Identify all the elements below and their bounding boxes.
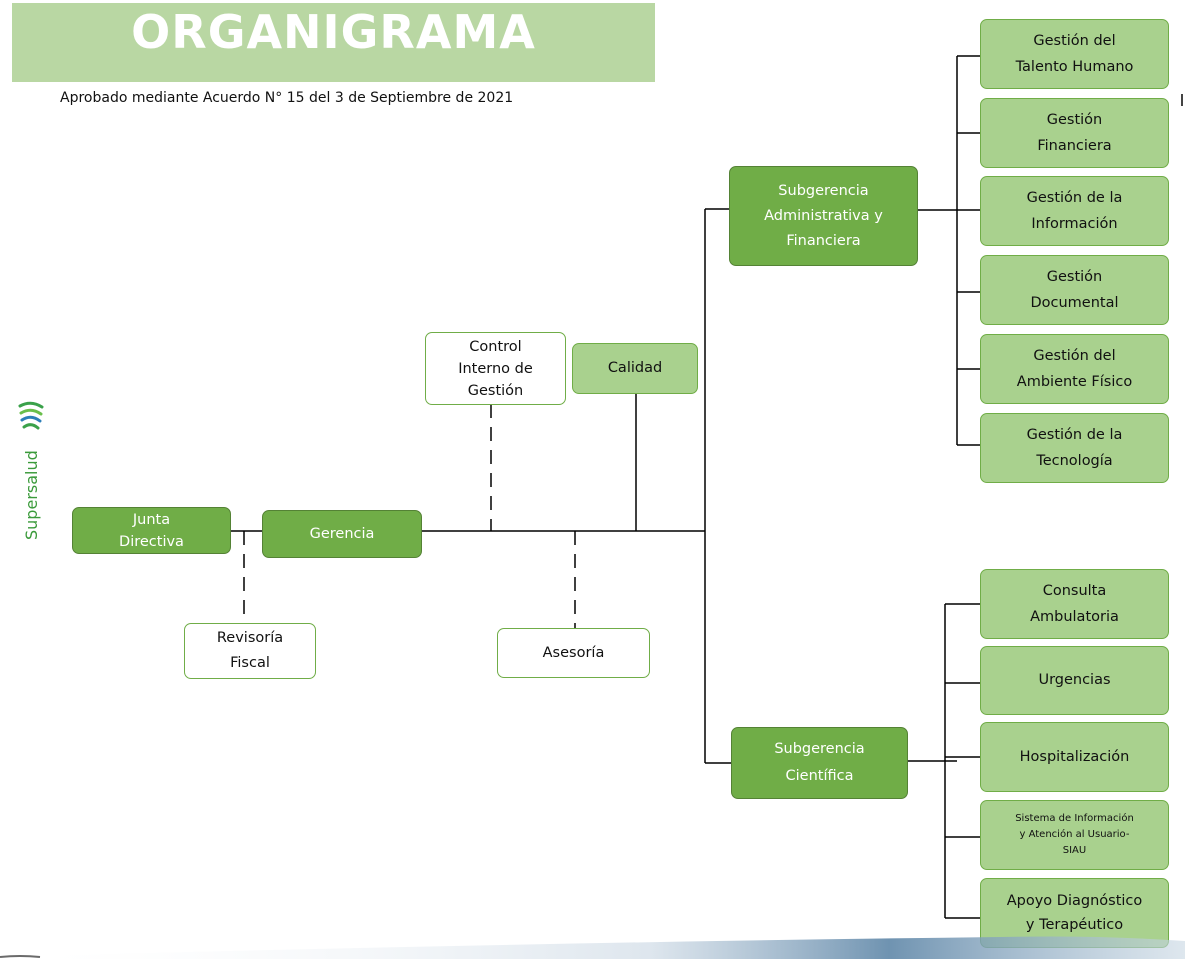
node-junta-directiva: Junta Directiva [72,507,231,554]
node-label: Control Interno de Gestión [458,338,533,399]
node-gestion-ambiente-fisico: Gestión del Ambiente Físico [980,334,1169,404]
title-banner: ORGANIGRAMA [12,3,655,82]
node-label: Hospitalización [1019,748,1130,765]
node-label: Urgencias [1038,672,1111,688]
node-gestion-informacion: Gestión de la Información [980,176,1169,246]
page-title: ORGANIGRAMA [131,5,536,59]
node-gestion-documental: Gestión Documental [980,255,1169,325]
node-label: Gestión de la Información [1026,190,1123,232]
node-asesoria: Asesoría [497,628,650,678]
node-gestion-tecnologia: Gestión de la Tecnología [980,413,1169,483]
logo-text: Supersalud [22,450,41,540]
node-gestion-talento-humano: Gestión del Talento Humano [980,19,1169,89]
supersalud-logo: Supersalud [22,450,41,540]
node-label: Gestión Financiera [1037,112,1112,154]
approval-note: Aprobado mediante Acuerdo N° 15 del 3 de… [60,90,514,106]
node-label: Asesoría [542,644,605,661]
node-label: Gerencia [309,525,375,542]
node-label: Gestión Documental [1030,269,1119,311]
node-calidad: Calidad [572,343,698,394]
node-apoyo-diagnostico: Apoyo Diagnóstico y Terapéutico [980,878,1169,948]
node-siau: Sistema de Información y Atención al Usu… [980,800,1169,870]
node-label: Gestión del Ambiente Físico [1016,348,1133,390]
node-label: Calidad [607,360,663,376]
node-label: Sistema de Información y Atención al Usu… [1015,813,1134,856]
node-consulta-ambulatoria: Consulta Ambulatoria [980,569,1169,639]
node-label: Junta Directiva [119,511,184,550]
node-label: Consulta Ambulatoria [1030,583,1119,625]
node-label: Subgerencia Administrativa y Financiera [764,182,883,249]
edge-mark [1181,94,1183,106]
node-label: Subgerencia Científica [774,741,865,784]
node-subgerencia-cientifica: Subgerencia Científica [731,727,908,799]
node-revisoria-fiscal: Revisoría Fiscal [184,623,316,679]
node-label: Revisoría Fiscal [216,630,284,671]
node-gestion-financiera: Gestión Financiera [980,98,1169,168]
node-label: Gestión de la Tecnología [1026,427,1123,469]
node-label: Gestión del Talento Humano [1015,33,1134,75]
node-label: Apoyo Diagnóstico y Terapéutico [1006,893,1143,933]
node-hospitalizacion: Hospitalización [980,722,1169,792]
node-control-interno: Control Interno de Gestión [425,332,566,405]
node-subgerencia-administrativa: Subgerencia Administrativa y Financiera [729,166,918,266]
decorative-swoosh [0,936,1185,959]
supersalud-logo-icon [18,401,44,430]
node-urgencias: Urgencias [980,646,1169,715]
node-gerencia: Gerencia [262,510,422,558]
